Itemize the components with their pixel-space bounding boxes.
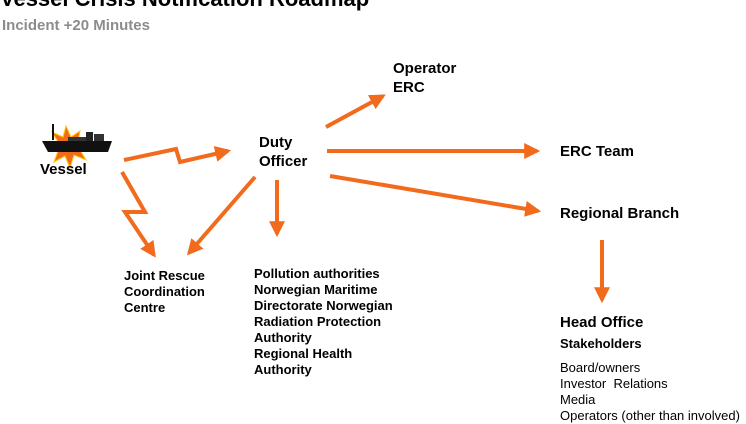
arrow-duty-officer-to-regional-branch	[329, 174, 542, 217]
jrcc-line-3: Centre	[124, 300, 166, 315]
arrow-duty-officer-to-operator-erc	[325, 94, 386, 129]
node-operator-erc: Operator ERC	[393, 59, 456, 97]
jrcc-line-1: Joint Rescue	[124, 268, 205, 283]
arrow-vessel-to-jrcc	[120, 171, 156, 258]
jrcc-line-2: Coordination	[124, 284, 205, 299]
authority-item: Regional Health	[254, 346, 353, 361]
stakeholder-item: Board/owners	[560, 360, 641, 375]
stakeholder-item: Investor Relations	[560, 376, 668, 391]
stakeholder-item: Media	[560, 392, 596, 407]
authority-item: Directorate Norwegian	[254, 298, 393, 313]
vessel-graphic	[42, 124, 112, 170]
stakeholders-title: Stakeholders	[560, 336, 642, 351]
node-duty-officer: Duty Officer	[259, 133, 307, 171]
page-subtitle: Incident +20 Minutes	[2, 17, 150, 34]
authority-item: Authority	[254, 330, 312, 345]
authority-item: Authority	[254, 362, 312, 377]
page-title: Vessel Crisis Notification Roadmap	[0, 0, 369, 12]
node-authorities-list: Pollution authorities Norwegian Maritime…	[254, 266, 393, 378]
authority-item: Norwegian Maritime	[254, 282, 378, 297]
ship-icon	[42, 124, 112, 152]
authority-item: Pollution authorities	[254, 266, 380, 281]
node-vessel: Vessel	[40, 161, 87, 178]
authority-item: Radiation Protection	[254, 314, 382, 329]
operator-erc-line-1: Operator	[393, 60, 457, 77]
arrow-vessel-to-duty-officer	[123, 146, 232, 165]
node-regional-branch: Regional Branch	[560, 205, 680, 222]
node-jrcc: Joint Rescue Coordination Centre	[124, 268, 205, 316]
duty-officer-line-2: Officer	[259, 153, 308, 170]
node-head-office: Head Office	[560, 314, 644, 331]
duty-officer-line-1: Duty	[259, 134, 293, 151]
node-erc-team: ERC Team	[560, 143, 634, 160]
arrow-duty-officer-to-jrcc	[186, 175, 257, 256]
stakeholder-item: Operators (other than involved)	[560, 408, 740, 423]
stakeholders-list: Board/owners Investor Relations Media Op…	[560, 360, 740, 424]
operator-erc-line-2: ERC	[393, 79, 425, 96]
